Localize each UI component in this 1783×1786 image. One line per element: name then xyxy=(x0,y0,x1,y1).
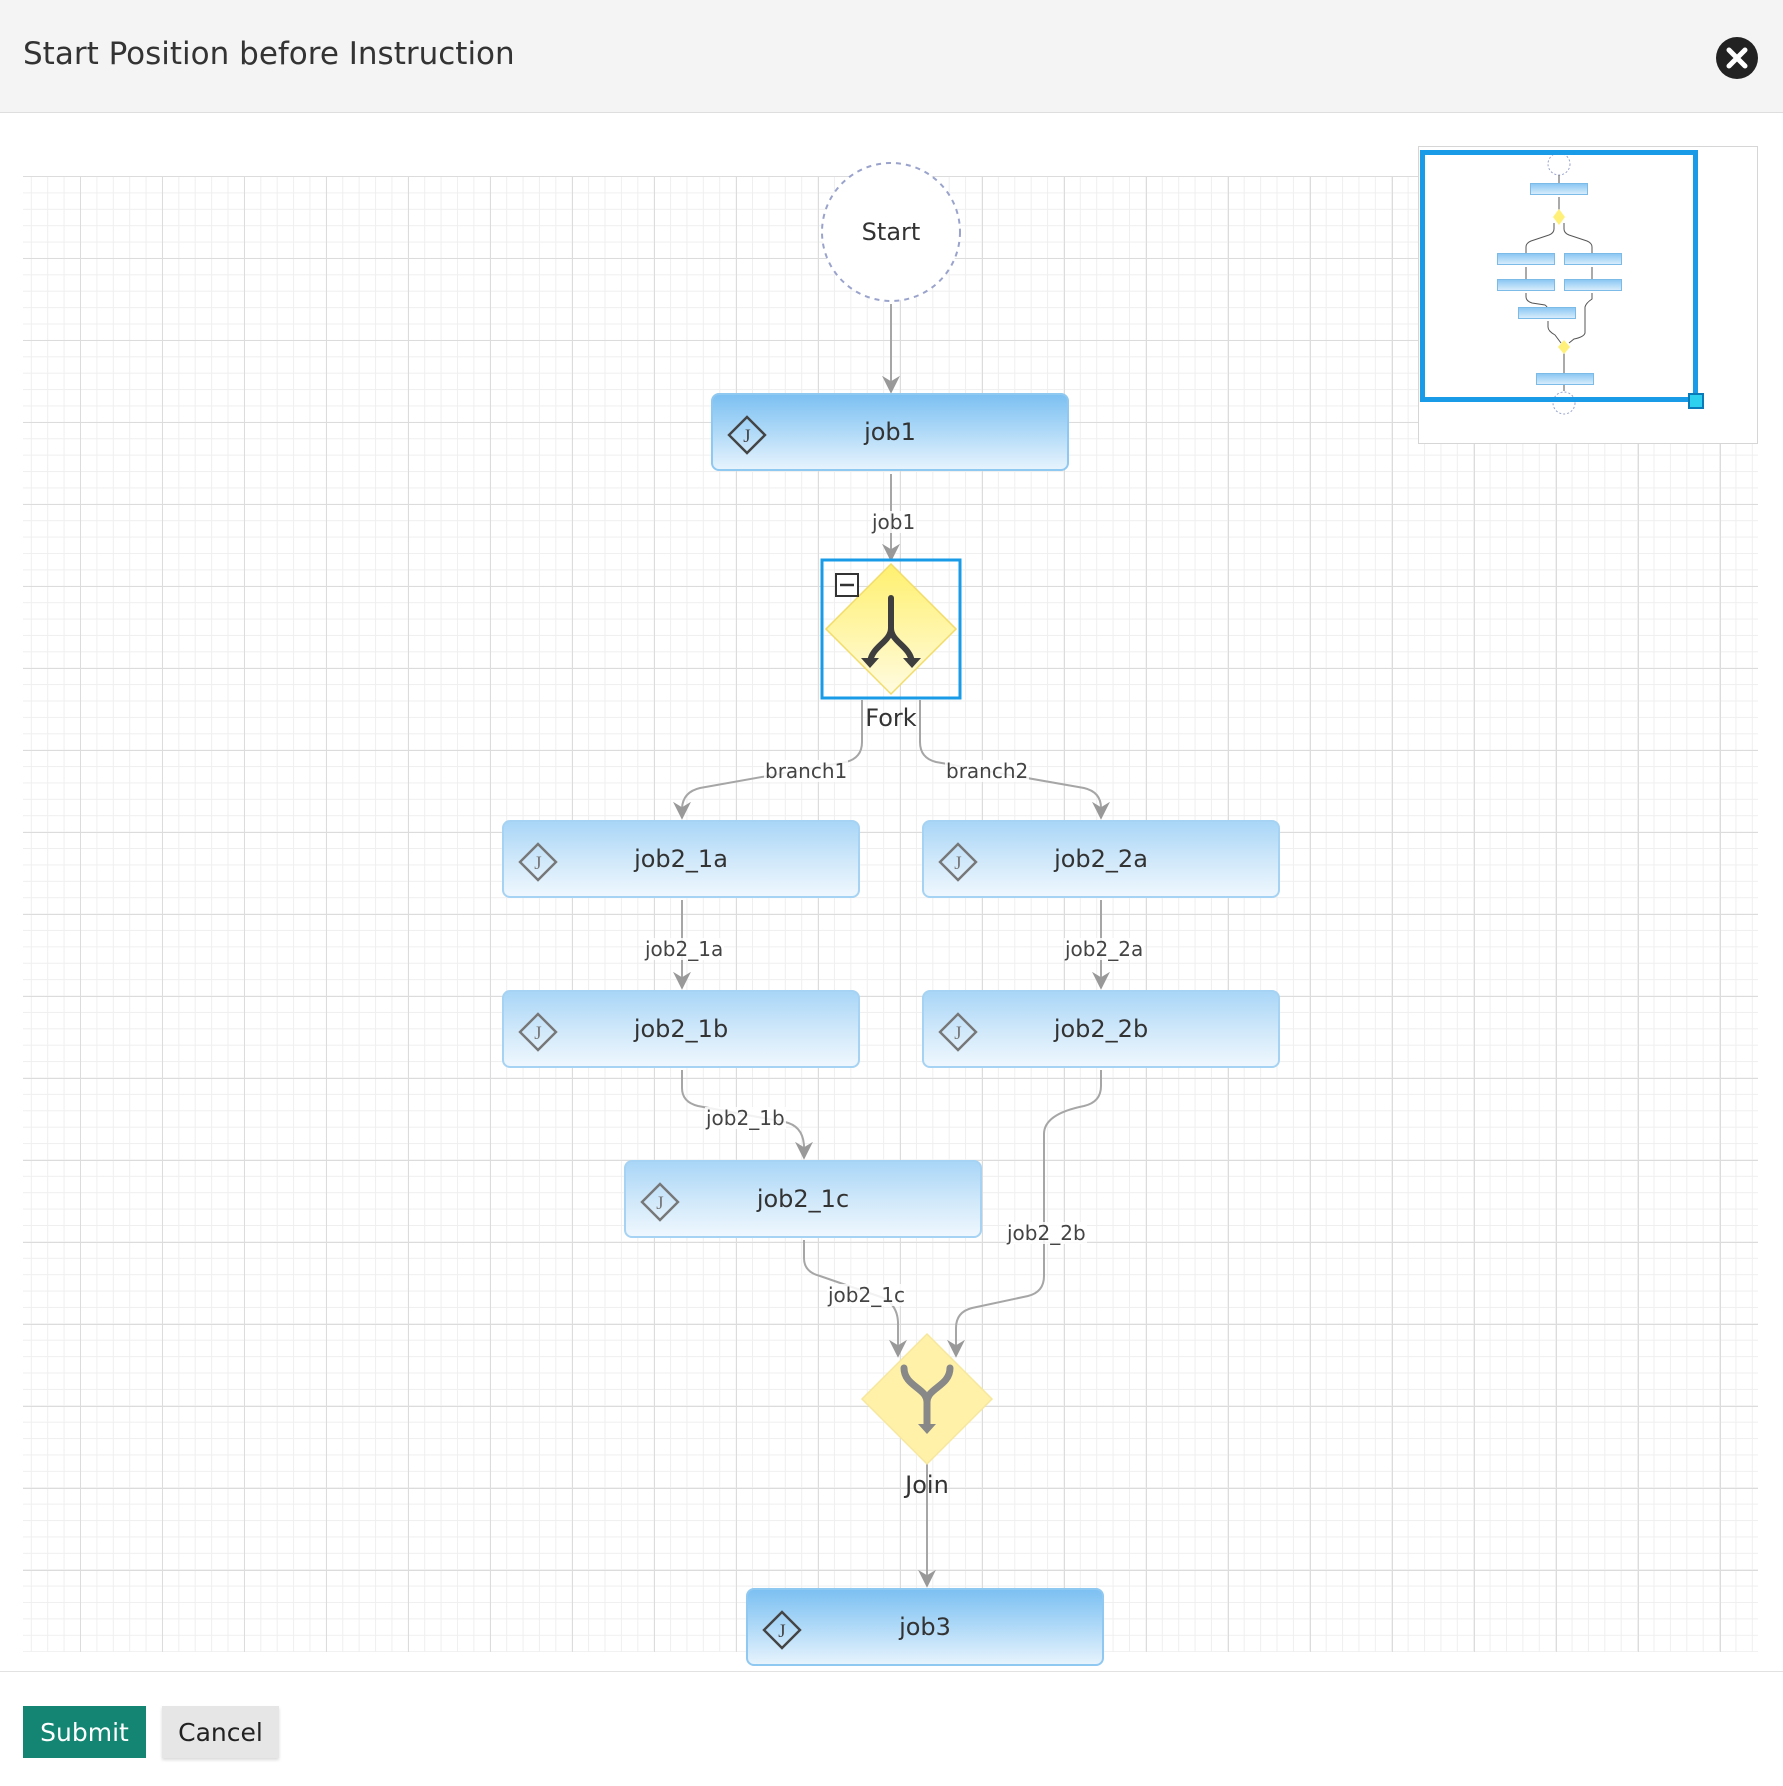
minimap-job-job2_2b xyxy=(1564,279,1622,291)
dialog-header: Start Position before Instruction xyxy=(0,0,1783,113)
svg-text:J: J xyxy=(656,1193,663,1214)
fork-label: Fork xyxy=(865,704,917,732)
fork-node[interactable] xyxy=(820,558,962,700)
job-diamond-icon: J xyxy=(640,1182,680,1222)
minimap-job-job2_1c xyxy=(1518,307,1576,319)
edge-label-branch2: branch2 xyxy=(945,759,1030,783)
minimap-viewport[interactable] xyxy=(1420,150,1698,402)
job-node-job2_1c[interactable]: J job2_1c xyxy=(624,1160,982,1238)
job-label: job2_1b xyxy=(633,1015,729,1043)
submit-button[interactable]: Submit xyxy=(23,1706,146,1758)
job-label: job2_2b xyxy=(1053,1015,1149,1043)
join-node[interactable] xyxy=(856,1328,998,1470)
job-label: job2_1c xyxy=(756,1185,850,1213)
svg-text:J: J xyxy=(743,426,750,447)
svg-text:J: J xyxy=(954,1023,961,1044)
minimap-job-job2_2a xyxy=(1564,253,1622,265)
job-diamond-icon: J xyxy=(938,1012,978,1052)
job-diamond-icon: J xyxy=(762,1610,802,1650)
minimap-diagram xyxy=(1525,152,1593,415)
minimap-job-job2_1a xyxy=(1497,253,1555,265)
job-label: job2_2a xyxy=(1054,845,1148,873)
job-diamond-icon: J xyxy=(938,842,978,882)
start-label: Start xyxy=(861,218,921,246)
minimap-job-job2_1b xyxy=(1497,279,1555,291)
cancel-button[interactable]: Cancel xyxy=(162,1706,279,1758)
svg-text:J: J xyxy=(534,1023,541,1044)
minimap-job-job3 xyxy=(1536,373,1594,385)
edge-label-job2_1c: job2_1c xyxy=(827,1283,906,1307)
join-icon xyxy=(900,1364,954,1432)
edge-label-job2_1b: job2_1b xyxy=(705,1106,786,1130)
dialog-title: Start Position before Instruction xyxy=(23,36,515,72)
job-node-job1[interactable]: J job1 xyxy=(711,393,1069,471)
svg-text:J: J xyxy=(954,853,961,874)
edge-label-job2_1a: job2_1a xyxy=(644,937,725,961)
edge-label-job2_2a: job2_2a xyxy=(1064,937,1145,961)
job-label: job1 xyxy=(864,418,916,446)
minimap-job-job1 xyxy=(1530,183,1588,195)
minimap-resize-handle[interactable] xyxy=(1688,393,1704,409)
edge-label-job2_2b: job2_2b xyxy=(1006,1221,1087,1245)
job-label: job2_1a xyxy=(634,845,728,873)
edge-label-branch1: branch1 xyxy=(764,759,849,783)
job-node-job2_1a[interactable]: J job2_1a xyxy=(502,820,860,898)
close-button[interactable] xyxy=(1716,37,1758,79)
svg-text:J: J xyxy=(534,853,541,874)
close-icon xyxy=(1726,47,1748,69)
job-node-job3[interactable]: J job3 xyxy=(746,1588,1104,1666)
collapse-icon[interactable] xyxy=(835,573,859,597)
job-node-job2_2b[interactable]: J job2_2b xyxy=(922,990,1280,1068)
start-node[interactable] xyxy=(819,160,963,304)
job-diamond-icon: J xyxy=(727,415,767,455)
job-diamond-icon: J xyxy=(518,1012,558,1052)
job-label: job3 xyxy=(899,1613,951,1641)
job-diamond-icon: J xyxy=(518,842,558,882)
svg-text:J: J xyxy=(778,1621,785,1642)
join-label: Join xyxy=(905,1471,949,1499)
job-node-job2_2a[interactable]: J job2_2a xyxy=(922,820,1280,898)
edge-label-job1: job1 xyxy=(871,510,917,534)
dialog-footer xyxy=(0,1671,1783,1786)
job-node-job2_1b[interactable]: J job2_1b xyxy=(502,990,860,1068)
